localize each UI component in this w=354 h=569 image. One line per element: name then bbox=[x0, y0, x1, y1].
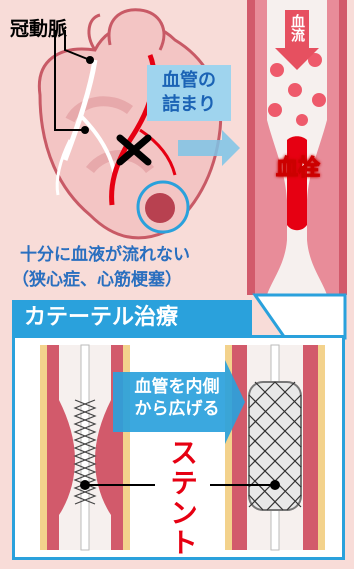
blockage-x-icon bbox=[116, 134, 152, 166]
blood-flow-label: 血流 bbox=[289, 14, 305, 42]
coronary-artery-label: 冠動脈 bbox=[10, 18, 68, 40]
caption-insufficient-flow: 十分に血液が流れない bbox=[20, 245, 190, 265]
widen-vessel-label: 血管を内側 から広げる bbox=[134, 377, 220, 419]
stent-label: ステント bbox=[166, 438, 199, 558]
caption-angina: （狭心症、心筋梗塞） bbox=[12, 270, 182, 290]
clot-label: 血栓 bbox=[275, 156, 320, 182]
connector-lines bbox=[252, 293, 347, 340]
catheter-treatment-banner: カテーテル治療 bbox=[12, 300, 252, 336]
stent-illustration bbox=[40, 344, 325, 551]
vessel-with-clot bbox=[247, 0, 347, 295]
blockage-label: 血管の 詰まり bbox=[147, 65, 231, 121]
